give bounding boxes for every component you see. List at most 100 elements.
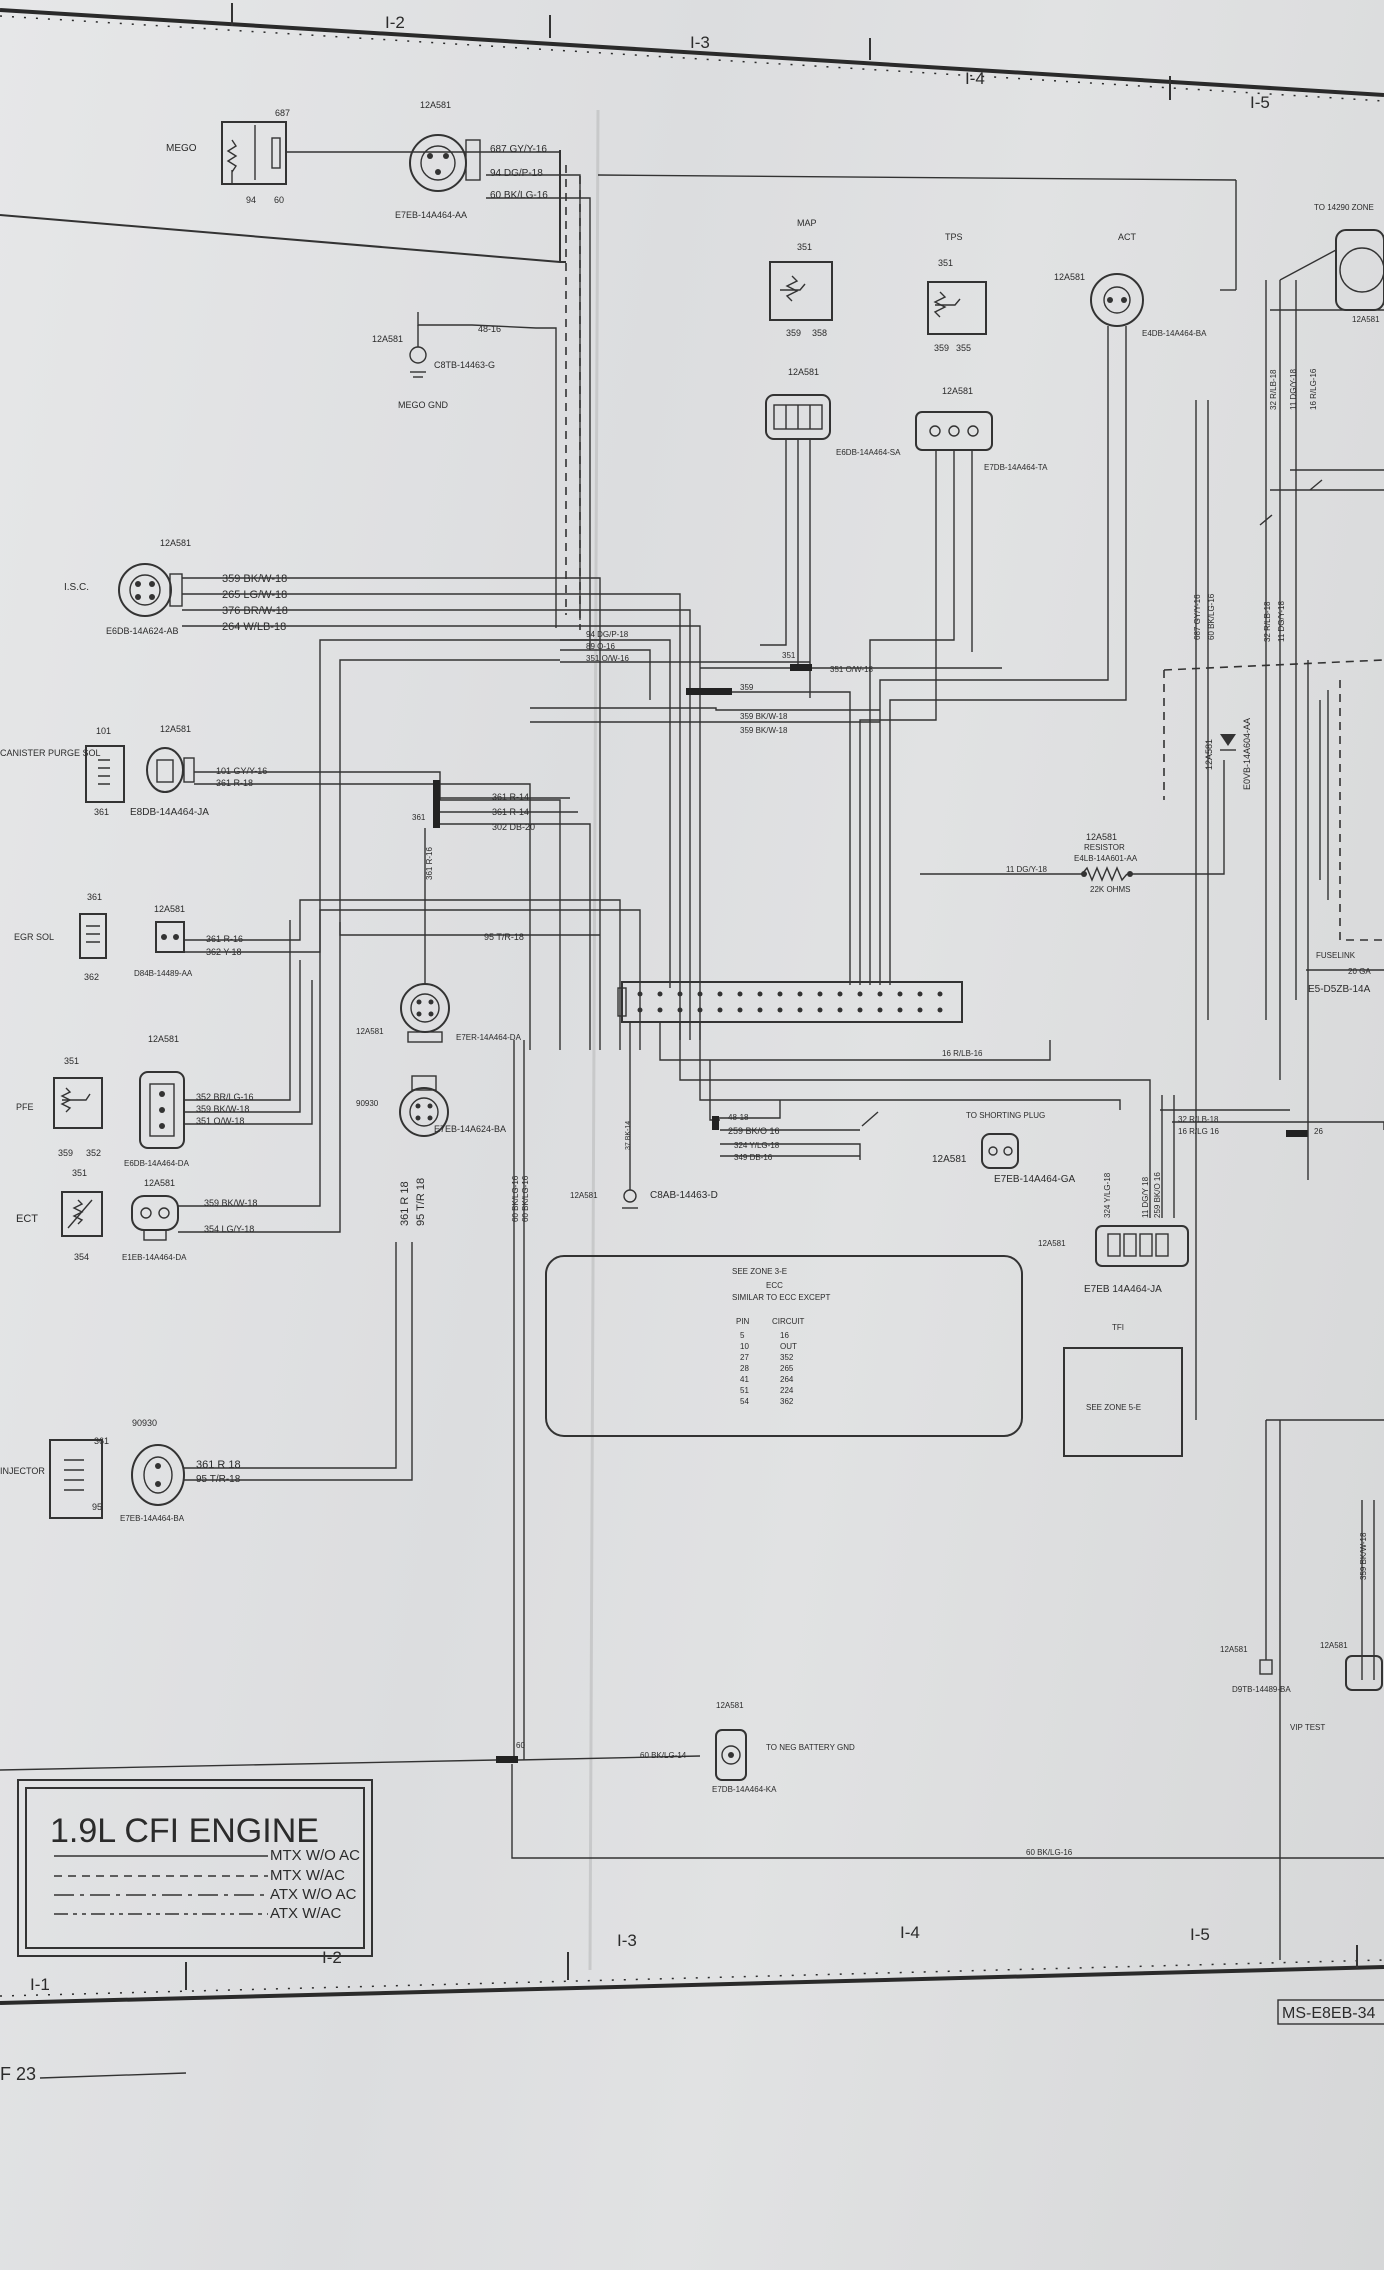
svg-text:12A581: 12A581 <box>160 724 191 734</box>
svg-text:324 Y/LG-18: 324 Y/LG-18 <box>734 1141 780 1150</box>
svg-text:355: 355 <box>956 343 971 353</box>
svg-text:D84B-14489-AA: D84B-14489-AA <box>134 969 193 978</box>
svg-text:12A581: 12A581 <box>1220 1645 1248 1654</box>
fold-line <box>588 109 600 1971</box>
svg-text:361: 361 <box>87 892 102 902</box>
tfi-harness-connector: 90930 E7EB-14A624-BA 361 R 18 95 T/R 18 <box>356 1075 506 1226</box>
to-14290-connector: TO 14290 ZONE 12A581 <box>1314 203 1384 324</box>
svg-text:48-16: 48-16 <box>478 324 501 334</box>
svg-text:16 R/LB-16: 16 R/LB-16 <box>942 1049 983 1058</box>
svg-text:CIRCUIT: CIRCUIT <box>772 1317 805 1326</box>
svg-text:E7EB 14A464-JA: E7EB 14A464-JA <box>1084 1284 1162 1295</box>
svg-text:16 R/LG-16: 16 R/LG-16 <box>1309 368 1318 410</box>
svg-text:TPS: TPS <box>945 232 963 242</box>
svg-text:ATX W/AC: ATX W/AC <box>270 1905 342 1922</box>
svg-text:EGR SOL: EGR SOL <box>14 932 54 942</box>
svg-text:12A581: 12A581 <box>1038 1239 1066 1248</box>
zone-label-top-1: I-2 <box>385 13 405 32</box>
svg-text:CANISTER PURGE SOL: CANISTER PURGE SOL <box>0 748 101 758</box>
svg-text:E7EB-14A624-BA: E7EB-14A624-BA <box>434 1124 506 1134</box>
svg-text:361 R-18: 361 R-18 <box>216 778 253 788</box>
svg-text:E8DB-14A464-JA: E8DB-14A464-JA <box>130 807 209 818</box>
svg-text:60 BK/LG-14: 60 BK/LG-14 <box>640 1751 687 1760</box>
svg-text:E7EB-14A464-AA: E7EB-14A464-AA <box>395 210 467 220</box>
svg-text:60 BK/LG-16: 60 BK/LG-16 <box>521 1175 530 1222</box>
zone-label-top-2: I-3 <box>690 33 710 52</box>
svg-text:361 R-16: 361 R-16 <box>425 847 434 880</box>
svg-text:E6DB-14A624-AB: E6DB-14A624-AB <box>106 626 179 636</box>
svg-text:E6DB-14A464-SA: E6DB-14A464-SA <box>836 448 901 457</box>
page-fragment: F 23 <box>0 2064 36 2084</box>
svg-text:264 W/LB-18: 264 W/LB-18 <box>222 621 286 633</box>
svg-text:351 O/W-18: 351 O/W-18 <box>830 665 874 674</box>
ecc-pin-cell: 10 <box>740 1342 749 1351</box>
svg-text:E7EB-14A464-BA: E7EB-14A464-BA <box>120 1514 185 1523</box>
svg-text:359 BK/W-18: 359 BK/W-18 <box>204 1198 257 1208</box>
svg-text:ECT: ECT <box>16 1213 38 1225</box>
svg-text:94 DG/P-18: 94 DG/P-18 <box>490 168 543 179</box>
ecc-circuit-cell: 362 <box>780 1397 794 1406</box>
svg-text:E7DB-14A464-TA: E7DB-14A464-TA <box>984 463 1048 472</box>
ecc-circuit-cell: 352 <box>780 1353 794 1362</box>
ecc-pin-cell: 27 <box>740 1353 749 1362</box>
tfi-box: TFI SEE ZONE 5-E <box>1063 1323 1183 1457</box>
pfe-sensor: 351 PFE 359 352 12A581 E6DB-14A464-DA 35… <box>16 1034 254 1168</box>
svg-text:324 Y/LG-18: 324 Y/LG-18 <box>1103 1172 1112 1218</box>
svg-text:FUSELINK: FUSELINK <box>1316 951 1356 960</box>
svg-text:MAP: MAP <box>797 218 817 228</box>
svg-text:MTX W/O AC: MTX W/O AC <box>270 1847 360 1864</box>
svg-text:12A581: 12A581 <box>942 386 973 396</box>
ecc-pin-cell: 41 <box>740 1375 749 1384</box>
svg-text:ACT: ACT <box>1118 232 1137 242</box>
svg-text:349 DB-16: 349 DB-16 <box>734 1153 773 1162</box>
svg-text:95 T/R 18: 95 T/R 18 <box>415 1178 427 1226</box>
svg-text:12A581: 12A581 <box>570 1191 598 1200</box>
svg-text:94 DG/P-18: 94 DG/P-18 <box>586 630 629 639</box>
svg-text:351: 351 <box>938 258 953 268</box>
svg-text:95: 95 <box>92 1502 102 1512</box>
svg-text:362: 362 <box>84 972 99 982</box>
svg-text:352: 352 <box>86 1148 101 1158</box>
svg-text:60 BK/LG-16: 60 BK/LG-16 <box>490 190 548 201</box>
svg-text:E7ER-14A464-DA: E7ER-14A464-DA <box>456 1033 522 1042</box>
svg-text:60: 60 <box>516 1741 525 1750</box>
svg-text:60 BK/LG-16: 60 BK/LG-16 <box>1026 1848 1073 1857</box>
svg-text:I.S.C.: I.S.C. <box>64 582 89 593</box>
svg-text:TO 14290 ZONE: TO 14290 ZONE <box>1314 203 1374 212</box>
legend-title: 1.9L CFI ENGINE <box>50 1812 319 1850</box>
svg-text:D9TB-14489-BA: D9TB-14489-BA <box>1232 1685 1291 1694</box>
ecc-circuit-cell: 264 <box>780 1375 794 1384</box>
svg-text:351: 351 <box>72 1168 87 1178</box>
svg-text:SIMILAR TO ECC EXCEPT: SIMILAR TO ECC EXCEPT <box>732 1293 831 1302</box>
svg-text:359: 359 <box>934 343 949 353</box>
canister-purge-solenoid: 101 CANISTER PURGE SOL 361 12A581 E8DB-1… <box>0 724 267 818</box>
svg-text:361 R-14: 361 R-14 <box>492 807 529 817</box>
svg-text:32 R/LB-18: 32 R/LB-18 <box>1178 1115 1219 1124</box>
svg-text:359 BK/W-18: 359 BK/W-18 <box>740 712 788 721</box>
svg-text:PIN: PIN <box>736 1317 750 1326</box>
svg-text:12A581: 12A581 <box>932 1154 967 1165</box>
svg-text:RESISTOR: RESISTOR <box>1084 843 1125 852</box>
svg-text:361 R 18: 361 R 18 <box>399 1181 411 1226</box>
zone-label-bottom-2: I-2 <box>322 1948 342 1967</box>
svg-text:12A581: 12A581 <box>420 100 451 110</box>
svg-text:C8TB-14463-G: C8TB-14463-G <box>434 360 495 370</box>
tps-sensor: TPS 351 359 355 12A581 E7DB-14A464-TA <box>915 232 1048 472</box>
svg-text:89 O-16: 89 O-16 <box>586 642 615 651</box>
svg-text:376 BR/W-18: 376 BR/W-18 <box>222 605 288 617</box>
svg-text:TO NEG BATTERY GND: TO NEG BATTERY GND <box>766 1743 855 1752</box>
isc-motor: 12A581 I.S.C. E6DB-14A624-AB 359 BK/W-18… <box>64 538 288 636</box>
isc-ref: 12A581 <box>160 538 191 548</box>
svg-text:22K OHMS: 22K OHMS <box>1090 885 1130 894</box>
svg-text:12A581: 12A581 <box>1352 315 1380 324</box>
ecc-circuit-cell: OUT <box>780 1342 797 1351</box>
svg-text:259 BK/O 16: 259 BK/O 16 <box>1153 1172 1162 1218</box>
injector: 361 INJECTOR 95 90930 E7EB-14A464-BA 361… <box>0 1418 241 1523</box>
svg-text:101 GY/Y-16: 101 GY/Y-16 <box>216 766 267 776</box>
svg-text:687: 687 <box>275 108 290 118</box>
svg-text:60 BK/LG-16: 60 BK/LG-16 <box>511 1175 520 1222</box>
svg-text:361 R-16: 361 R-16 <box>206 934 243 944</box>
svg-text:12A581: 12A581 <box>356 1027 384 1036</box>
svg-text:60: 60 <box>274 195 284 205</box>
